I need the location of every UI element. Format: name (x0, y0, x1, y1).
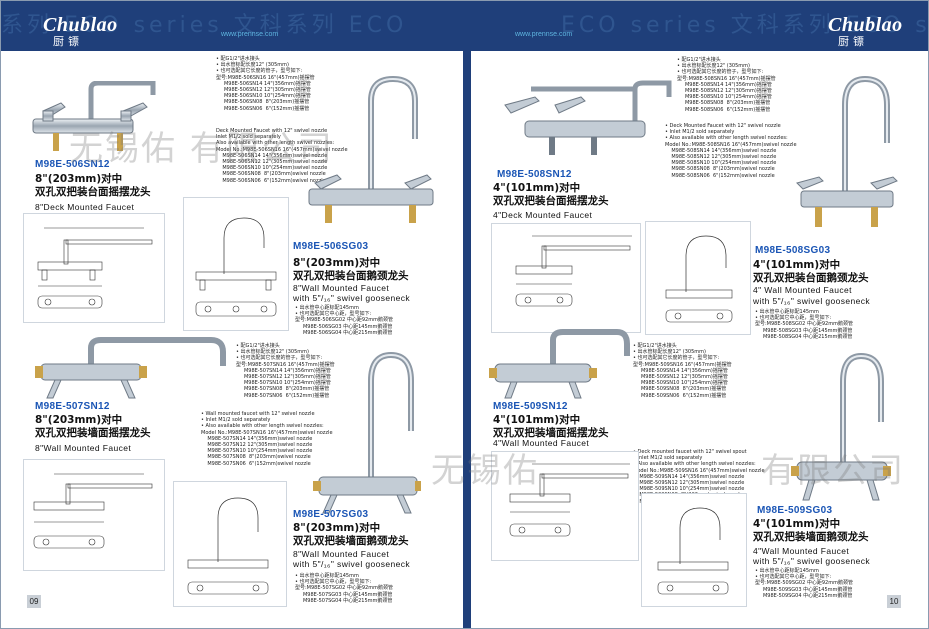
product-size-507sg03: 8"(203mm)对中 (293, 522, 381, 534)
spec-notes-en-507sn12: • Wall mounted faucet with 12" swivel no… (201, 411, 333, 467)
product-title-cn-508sg03: 双孔双把装台面鹅颈龙头 (753, 272, 869, 284)
brand-logo-right: Chublao 厨镖 (828, 15, 903, 49)
drawing-507sg03 (173, 481, 287, 607)
drawing-509sn12 (491, 451, 639, 561)
brand-name-en: Chublao (828, 14, 903, 36)
product-code-506sn12: M98E-506SN12 (35, 159, 110, 170)
faucet-506sg03-image (308, 75, 434, 223)
faucet-509sg03-image (791, 352, 891, 501)
product-size-506sn12: 8"(203mm)对中 (35, 173, 123, 185)
spec-notes-en-506sn12: Deck Mounted Faucet with 12" swivel nozz… (216, 128, 348, 184)
product-title-en-508sn12: 4"Deck Mounted Faucet (493, 210, 593, 220)
product-title-cn-507sg03: 双孔双把装墙面鹅颈龙头 (293, 535, 409, 547)
website-url-left[interactable]: www.prennse.com (221, 31, 279, 38)
faucet-507sn12-image (35, 337, 226, 399)
product-title-en-506sg03: 8"Wall Mounted Faucet (293, 283, 390, 293)
page-number-left: 09 (27, 595, 41, 608)
product-title-cn-508sn12: 双孔双把装台面摇摆龙头 (493, 195, 609, 207)
product-subtitle-509sg03: with 5"/₁₆" swivel gooseneck (753, 556, 871, 566)
product-title-cn-509sg03: 双孔双把装墙面鹅颈龙头 (753, 531, 869, 543)
product-title-en-507sg03: 8"Wall Mounted Faucet (293, 549, 390, 559)
product-code-506sg03: M98E-506SG03 (293, 241, 369, 252)
spec-notes-en-508sn12: • Deck Mounted Faucet with 12" swivel no… (665, 123, 797, 179)
product-code-507sn12: M98E-507SN12 (35, 401, 110, 412)
faucet-507sg03-image (313, 351, 421, 514)
page-gutter (463, 1, 471, 628)
drawing-506sn12 (23, 213, 165, 323)
faucet-506sn12-image (32, 81, 156, 151)
product-title-cn-509sn12: 双孔双把装墙面摇摆龙头 (493, 427, 609, 439)
header-ghost-text-left: 系列 ECO series 文科系列 ECO (1, 13, 408, 38)
product-code-509sn12: M98E-509SN12 (493, 401, 568, 412)
product-title-en-508sg03: 4" Wall Mounted Faucet (753, 285, 852, 295)
spec-notes-509sn12: • 配G1/2"进水接头 • 出水管标配长度12" (305mm) • 也可选配… (633, 343, 732, 399)
spec-notes-507sn12: • 配G1/2"进水接头 • 出水管标配长度12" (305mm) • 也可选配… (236, 343, 335, 399)
website-url-right[interactable]: www.prennse.com (515, 31, 573, 38)
drawing-509sg03 (641, 493, 747, 607)
brand-name-en: Chublao (43, 14, 118, 36)
drawing-507sn12 (23, 459, 165, 571)
product-size-509sn12: 4"(101mm)对中 (493, 414, 581, 426)
header-ghost-text-right: ECO series 文科系列 ECO series (561, 13, 928, 38)
product-subtitle-506sg03: with 5"/₁₆" swivel gooseneck (293, 293, 411, 303)
product-title-cn-507sn12: 双孔双把装墙面摇摆龙头 (35, 427, 151, 439)
spec-notes-509sg03: • 出水管中心距标配145mm • 也可选配其它中心距，型号如下: 型号:M98… (755, 568, 853, 599)
brand-logo-left: Chublao 厨镖 (43, 15, 118, 49)
spec-notes-508sn12: • 配G1/2"进水接头 • 出水管标配长度12" (305mm) • 也可选配… (677, 57, 776, 113)
product-size-506sg03: 8"(203mm)对中 (293, 257, 381, 269)
product-size-507sn12: 8"(203mm)对中 (35, 414, 123, 426)
product-title-en-506sn12: 8"Deck Mounted Faucet (35, 202, 135, 212)
drawing-506sg03 (183, 197, 289, 331)
spec-notes-506sn12: • 配G1/2"进水接头 • 出水管标配长度12" (305mm) • 也可选配… (216, 56, 315, 112)
faucet-508sg03-image (796, 75, 898, 227)
product-code-509sg03: M98E-509SG03 (757, 505, 833, 516)
drawing-508sn12 (491, 223, 641, 333)
product-title-en-507sn12: 8"Wall Mounted Faucet (35, 443, 132, 453)
product-code-508sg03: M98E-508SG03 (755, 245, 831, 256)
product-size-509sg03: 4"(101mm)对中 (753, 518, 841, 530)
brand-name-cn: 厨镖 (53, 35, 83, 48)
faucet-508sn12-image (504, 80, 672, 155)
product-size-508sn12: 4"(101mm)对中 (493, 182, 581, 194)
spec-notes-507sg03: • 出水管中心距标配145mm • 也可选配其它中心距，型号如下: 型号:M98… (295, 573, 393, 604)
faucet-509sn12-image (489, 329, 630, 399)
page-number-right: 10 (887, 595, 901, 608)
product-title-en-509sn12: 4"Wall Mounted Faucet (493, 438, 590, 448)
spec-notes-506sg03: • 出水管中心距标配145mm • 也可选配其它中心距，型号如下: 型号:M98… (295, 305, 393, 336)
product-code-507sg03: M98E-507SG03 (293, 509, 369, 520)
drawing-508sg03 (645, 221, 751, 335)
product-size-508sg03: 4"(101mm)对中 (753, 259, 841, 271)
product-code-508sn12: M98E-508SN12 (497, 169, 572, 180)
spec-notes-508sg03: • 出水管中心距标配145mm • 也可选配其它中心距，型号如下: 型号:M98… (755, 309, 853, 340)
product-title-cn-506sn12: 双孔双把装台面摇摆龙头 (35, 186, 151, 198)
product-subtitle-508sg03: with 5"/₁₆" swivel gooseneck (753, 296, 871, 306)
brand-name-cn: 厨镖 (838, 35, 868, 48)
product-subtitle-507sg03: with 5"/₁₆" swivel gooseneck (293, 559, 411, 569)
product-title-cn-506sg03: 双孔双把装台面鹅颈龙头 (293, 270, 409, 282)
product-title-en-509sg03: 4"Wall Mounted Faucet (753, 546, 850, 556)
